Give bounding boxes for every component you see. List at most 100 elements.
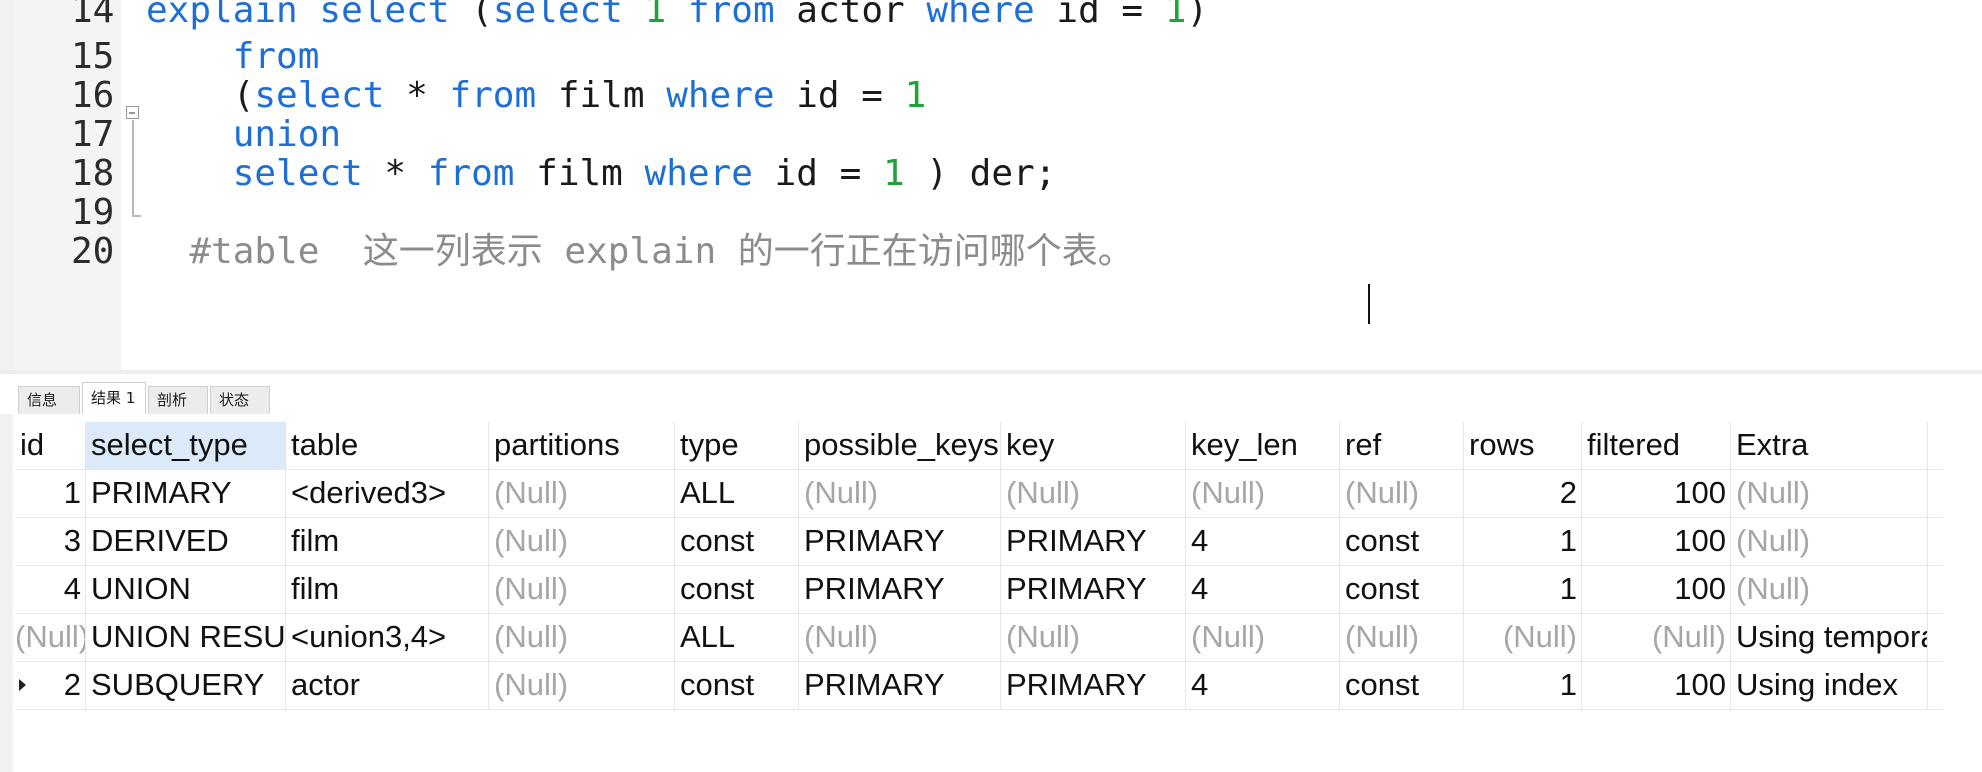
grid-cell[interactable]: const xyxy=(1340,662,1464,710)
code-text[interactable]: (select * from film where id = 1 xyxy=(146,75,927,126)
grid-cell[interactable]: const xyxy=(1340,566,1464,614)
column-header-id[interactable]: id xyxy=(15,422,86,470)
code-line[interactable]: 19 xyxy=(0,194,1982,243)
grid-cell[interactable]: UNION xyxy=(86,566,286,614)
grid-cell[interactable]: <derived3> xyxy=(286,470,489,518)
grid-cell[interactable]: 2 xyxy=(1464,470,1582,518)
grid-cell[interactable]: const xyxy=(675,566,799,614)
code-line[interactable]: 20 #table 这一列表示 explain 的一行正在访问哪个表。 xyxy=(0,233,1982,282)
grid-cell[interactable]: 4 xyxy=(1186,566,1340,614)
grid-cell[interactable]: Using temporary xyxy=(1731,614,1928,662)
grid-cell[interactable]: PRIMARY xyxy=(1001,662,1186,710)
grid-cell[interactable]: (Null) xyxy=(489,614,675,662)
tab-3[interactable]: 状态 xyxy=(210,386,270,414)
grid-cell[interactable]: PRIMARY xyxy=(1001,518,1186,566)
fold-toggle-icon[interactable] xyxy=(126,106,139,119)
column-header-possible-keys[interactable]: possible_keys xyxy=(799,422,1001,470)
grid-cell[interactable]: PRIMARY xyxy=(799,566,1001,614)
grid-cell[interactable]: (Null) xyxy=(489,470,675,518)
column-header-partitions[interactable]: partitions xyxy=(489,422,675,470)
column-header-key-len[interactable]: key_len xyxy=(1186,422,1340,470)
grid-cell[interactable]: PRIMARY xyxy=(799,662,1001,710)
grid-cell[interactable]: 2 xyxy=(15,662,86,710)
tab-2[interactable]: 剖析 xyxy=(148,386,208,414)
grid-cell[interactable]: 1 xyxy=(1464,566,1582,614)
grid-cell[interactable]: PRIMARY xyxy=(1001,566,1186,614)
grid-cell[interactable]: (Null) xyxy=(1582,614,1731,662)
grid-cell[interactable]: 100 xyxy=(1582,518,1731,566)
code-line[interactable]: 15 from xyxy=(0,38,1982,87)
code-text[interactable]: union xyxy=(146,116,341,165)
code-text[interactable]: explain select (select 1 from actor wher… xyxy=(146,0,1208,41)
grid-cell[interactable]: film xyxy=(286,518,489,566)
grid-cell[interactable]: (Null) xyxy=(1731,518,1928,566)
grid-cell[interactable]: (Null) xyxy=(489,518,675,566)
grid-cell[interactable]: (Null) xyxy=(1464,614,1582,662)
grid-cell[interactable]: ALL xyxy=(675,470,799,518)
grid-cell[interactable]: (Null) xyxy=(1001,470,1186,518)
grid-cell[interactable]: (Null) xyxy=(799,470,1001,518)
column-header-type[interactable]: type xyxy=(675,422,799,470)
grid-cell[interactable]: (Null) xyxy=(1731,566,1928,614)
sql-keyword: select xyxy=(254,75,385,116)
column-header-table[interactable]: table xyxy=(286,422,489,470)
grid-cell[interactable]: (Null) xyxy=(15,614,86,662)
grid-cell[interactable]: 1 xyxy=(15,470,86,518)
grid-cell[interactable]: PRIMARY xyxy=(86,470,286,518)
code-line[interactable]: 17 union xyxy=(0,116,1982,165)
grid-cell[interactable]: actor xyxy=(286,662,489,710)
grid-cell[interactable]: ALL xyxy=(675,614,799,662)
column-header-ref[interactable]: ref xyxy=(1340,422,1464,470)
code-line[interactable]: 18 select * from film where id = 1 ) der… xyxy=(0,155,1982,204)
grid-cell[interactable]: const xyxy=(1340,518,1464,566)
grid-cell[interactable]: 4 xyxy=(15,566,86,614)
grid-cell[interactable]: Using index xyxy=(1731,662,1928,710)
grid-cell[interactable]: (Null) xyxy=(1340,614,1464,662)
code-text[interactable]: #table 这一列表示 explain 的一行正在访问哪个表。 xyxy=(146,233,1133,282)
grid-cell[interactable]: (Null) xyxy=(489,662,675,710)
grid-cell[interactable]: const xyxy=(675,518,799,566)
row-indicator[interactable] xyxy=(15,662,30,710)
column-header-key[interactable]: key xyxy=(1001,422,1186,470)
grid-cell[interactable]: film xyxy=(286,566,489,614)
tab-0[interactable]: 信息 xyxy=(18,386,80,414)
column-header-rows[interactable]: rows xyxy=(1464,422,1582,470)
grid-cell[interactable]: 1 xyxy=(1464,518,1582,566)
grid-cell[interactable]: (Null) xyxy=(1186,470,1340,518)
grid-cell[interactable]: (Null) xyxy=(799,614,1001,662)
code-text[interactable]: select * from film where id = 1 ) der; xyxy=(146,155,1057,204)
grid-cell[interactable]: 100 xyxy=(1582,662,1731,710)
grid-cell[interactable]: (Null) xyxy=(1731,470,1928,518)
grid-cell[interactable]: 100 xyxy=(1582,470,1731,518)
grid-cell[interactable]: SUBQUERY xyxy=(86,662,286,710)
grid-cell[interactable]: 1 xyxy=(1464,662,1582,710)
column-header-select-type[interactable]: select_type xyxy=(86,422,286,470)
column-header-filtered[interactable]: filtered xyxy=(1582,422,1731,470)
tab-1[interactable]: 结果 1 xyxy=(82,382,146,415)
grid-cell[interactable]: <union3,4> xyxy=(286,614,489,662)
grid-cell[interactable]: PRIMARY xyxy=(799,518,1001,566)
column-header-Extra[interactable]: Extra xyxy=(1731,422,1928,470)
grid-cell[interactable]: (Null) xyxy=(1340,470,1464,518)
grid-cell[interactable]: 4 xyxy=(1186,662,1340,710)
table-row[interactable]: (Null)UNION RESULT<union3,4>(Null)ALL(Nu… xyxy=(15,614,1943,662)
grid-cell[interactable]: 3 xyxy=(15,518,86,566)
grid-cell[interactable]: 4 xyxy=(1186,518,1340,566)
grid-cell[interactable]: (Null) xyxy=(1001,614,1186,662)
code-line[interactable]: 16 (select * from film where id = 1 xyxy=(0,77,1982,126)
grid-cell[interactable]: (Null) xyxy=(1186,614,1340,662)
sql-text xyxy=(146,114,233,155)
grid-cell[interactable]: const xyxy=(675,662,799,710)
grid-cell[interactable]: 100 xyxy=(1582,566,1731,614)
grid-cell[interactable]: (Null) xyxy=(489,566,675,614)
grid-cell[interactable]: UNION RESULT xyxy=(86,614,286,662)
code-text[interactable]: from xyxy=(146,38,320,87)
grid-cell[interactable]: DERIVED xyxy=(86,518,286,566)
